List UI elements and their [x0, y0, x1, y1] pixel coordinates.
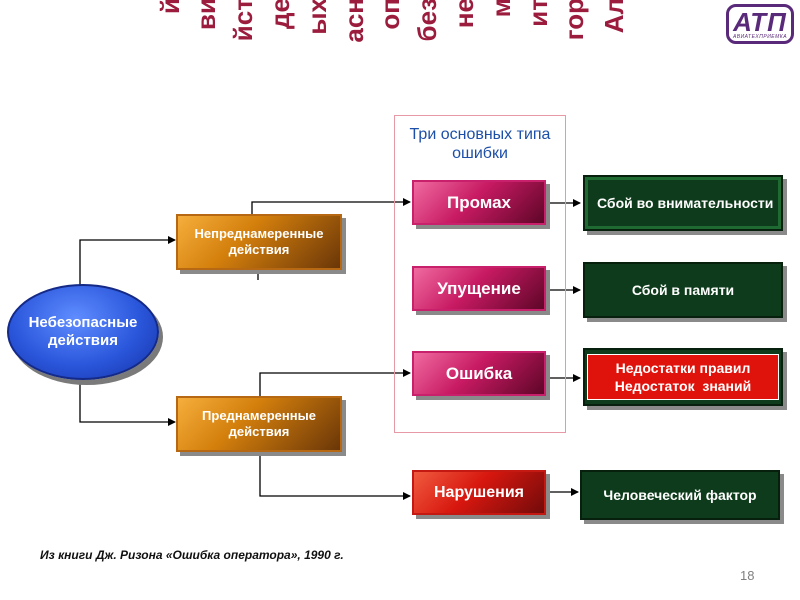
mistake-cause-line1: Недостатки правил [615, 360, 751, 376]
intended-actions-node: Преднамеренные действия [176, 396, 342, 452]
connector-root-unintended [79, 236, 176, 286]
mistake-cause-line2: Недостаток знаний [614, 378, 752, 394]
violation-cause-node: Человеческий фактор [580, 470, 780, 520]
connector-intended-mistake [259, 369, 411, 397]
slip-cause-node: Сбой во внимательности [583, 175, 783, 231]
root-node: Небезопасные действия [7, 284, 159, 380]
connector-root-intended [79, 380, 176, 426]
error-types-frame [394, 115, 566, 433]
company-logo: АТП АВИАТЕХПРИЕМКА [726, 4, 794, 44]
source-citation: Из книги Дж. Ризона «Ошибка оператора», … [40, 548, 344, 562]
logo-text: АТП [733, 7, 787, 37]
unintended-actions-node: Непреднамеренные действия [176, 214, 342, 270]
logo-subtext: АВИАТЕХПРИЕМКА [732, 34, 788, 40]
mistake-cause-inner: Недостатки правил Недостаток знаний [587, 354, 779, 400]
mistake-node: Ошибка [412, 351, 546, 396]
connector-intended-violation [259, 453, 411, 500]
connector-unintended-slip [251, 198, 411, 215]
lapse-cause-node: Сбой в памяти [583, 262, 783, 318]
lapse-node: Упущение [412, 266, 546, 311]
frame-label: Три основных типа ошибки [409, 126, 551, 162]
violation-node: Нарушения [412, 470, 546, 515]
page-number: 18 [740, 568, 755, 583]
slip-node: Промах [412, 180, 546, 225]
mistake-cause-node: Недостатки правил Недостаток знаний [583, 348, 783, 406]
